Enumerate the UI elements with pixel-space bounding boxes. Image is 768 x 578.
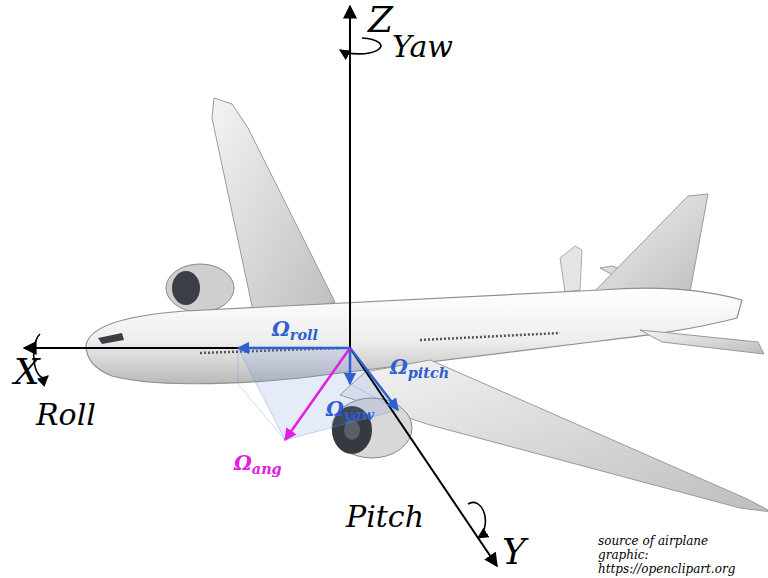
source-note: source of airplane graphic: https://open… [598, 534, 762, 576]
angular-velocity-label: Ωpitch [390, 356, 449, 380]
axis-name: Z [368, 0, 393, 40]
rotation-name: Pitch [346, 500, 424, 533]
angular-velocity-label: Ωroll [272, 318, 318, 342]
rotation-name: Roll [36, 398, 96, 431]
rotation-name: Yaw [392, 30, 453, 63]
axis-name: Y [502, 532, 526, 572]
axis-name: X [14, 352, 40, 392]
angular-velocity-label: Ωyaw [326, 398, 374, 422]
angular-velocity-label: Ωang [234, 452, 282, 476]
